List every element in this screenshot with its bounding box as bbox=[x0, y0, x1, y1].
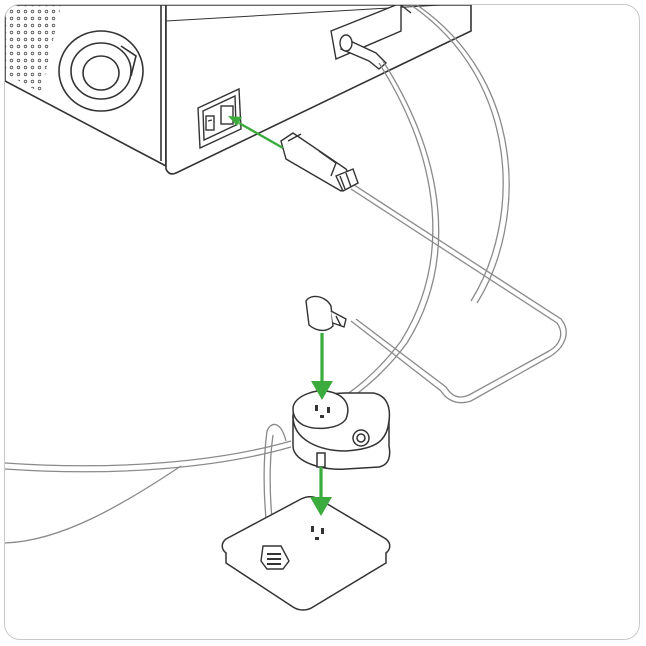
device-body bbox=[5, 5, 472, 175]
vent-grille bbox=[5, 5, 61, 93]
power-inlet bbox=[197, 87, 242, 150]
power-strip-base bbox=[221, 496, 391, 611]
smart-plug-socket bbox=[315, 405, 330, 418]
power-switch-icon bbox=[205, 115, 215, 131]
arrow-to-inlet bbox=[228, 116, 284, 150]
power-button-icon bbox=[352, 429, 370, 447]
gas-connector-icon bbox=[330, 5, 412, 70]
ethernet-plug-icon bbox=[260, 545, 290, 570]
dial-knob-icon bbox=[58, 30, 144, 112]
arrow-to-smart-plug bbox=[311, 333, 333, 400]
smart-plug-icon bbox=[292, 389, 391, 471]
strip-socket bbox=[311, 526, 324, 540]
step-arrows bbox=[228, 116, 333, 516]
l-plug-icon bbox=[305, 295, 347, 332]
illustration-frame bbox=[4, 4, 640, 640]
setup-diagram bbox=[5, 5, 567, 611]
power-cord-plug-icon bbox=[280, 132, 359, 192]
arrow-to-power-strip bbox=[310, 467, 332, 516]
